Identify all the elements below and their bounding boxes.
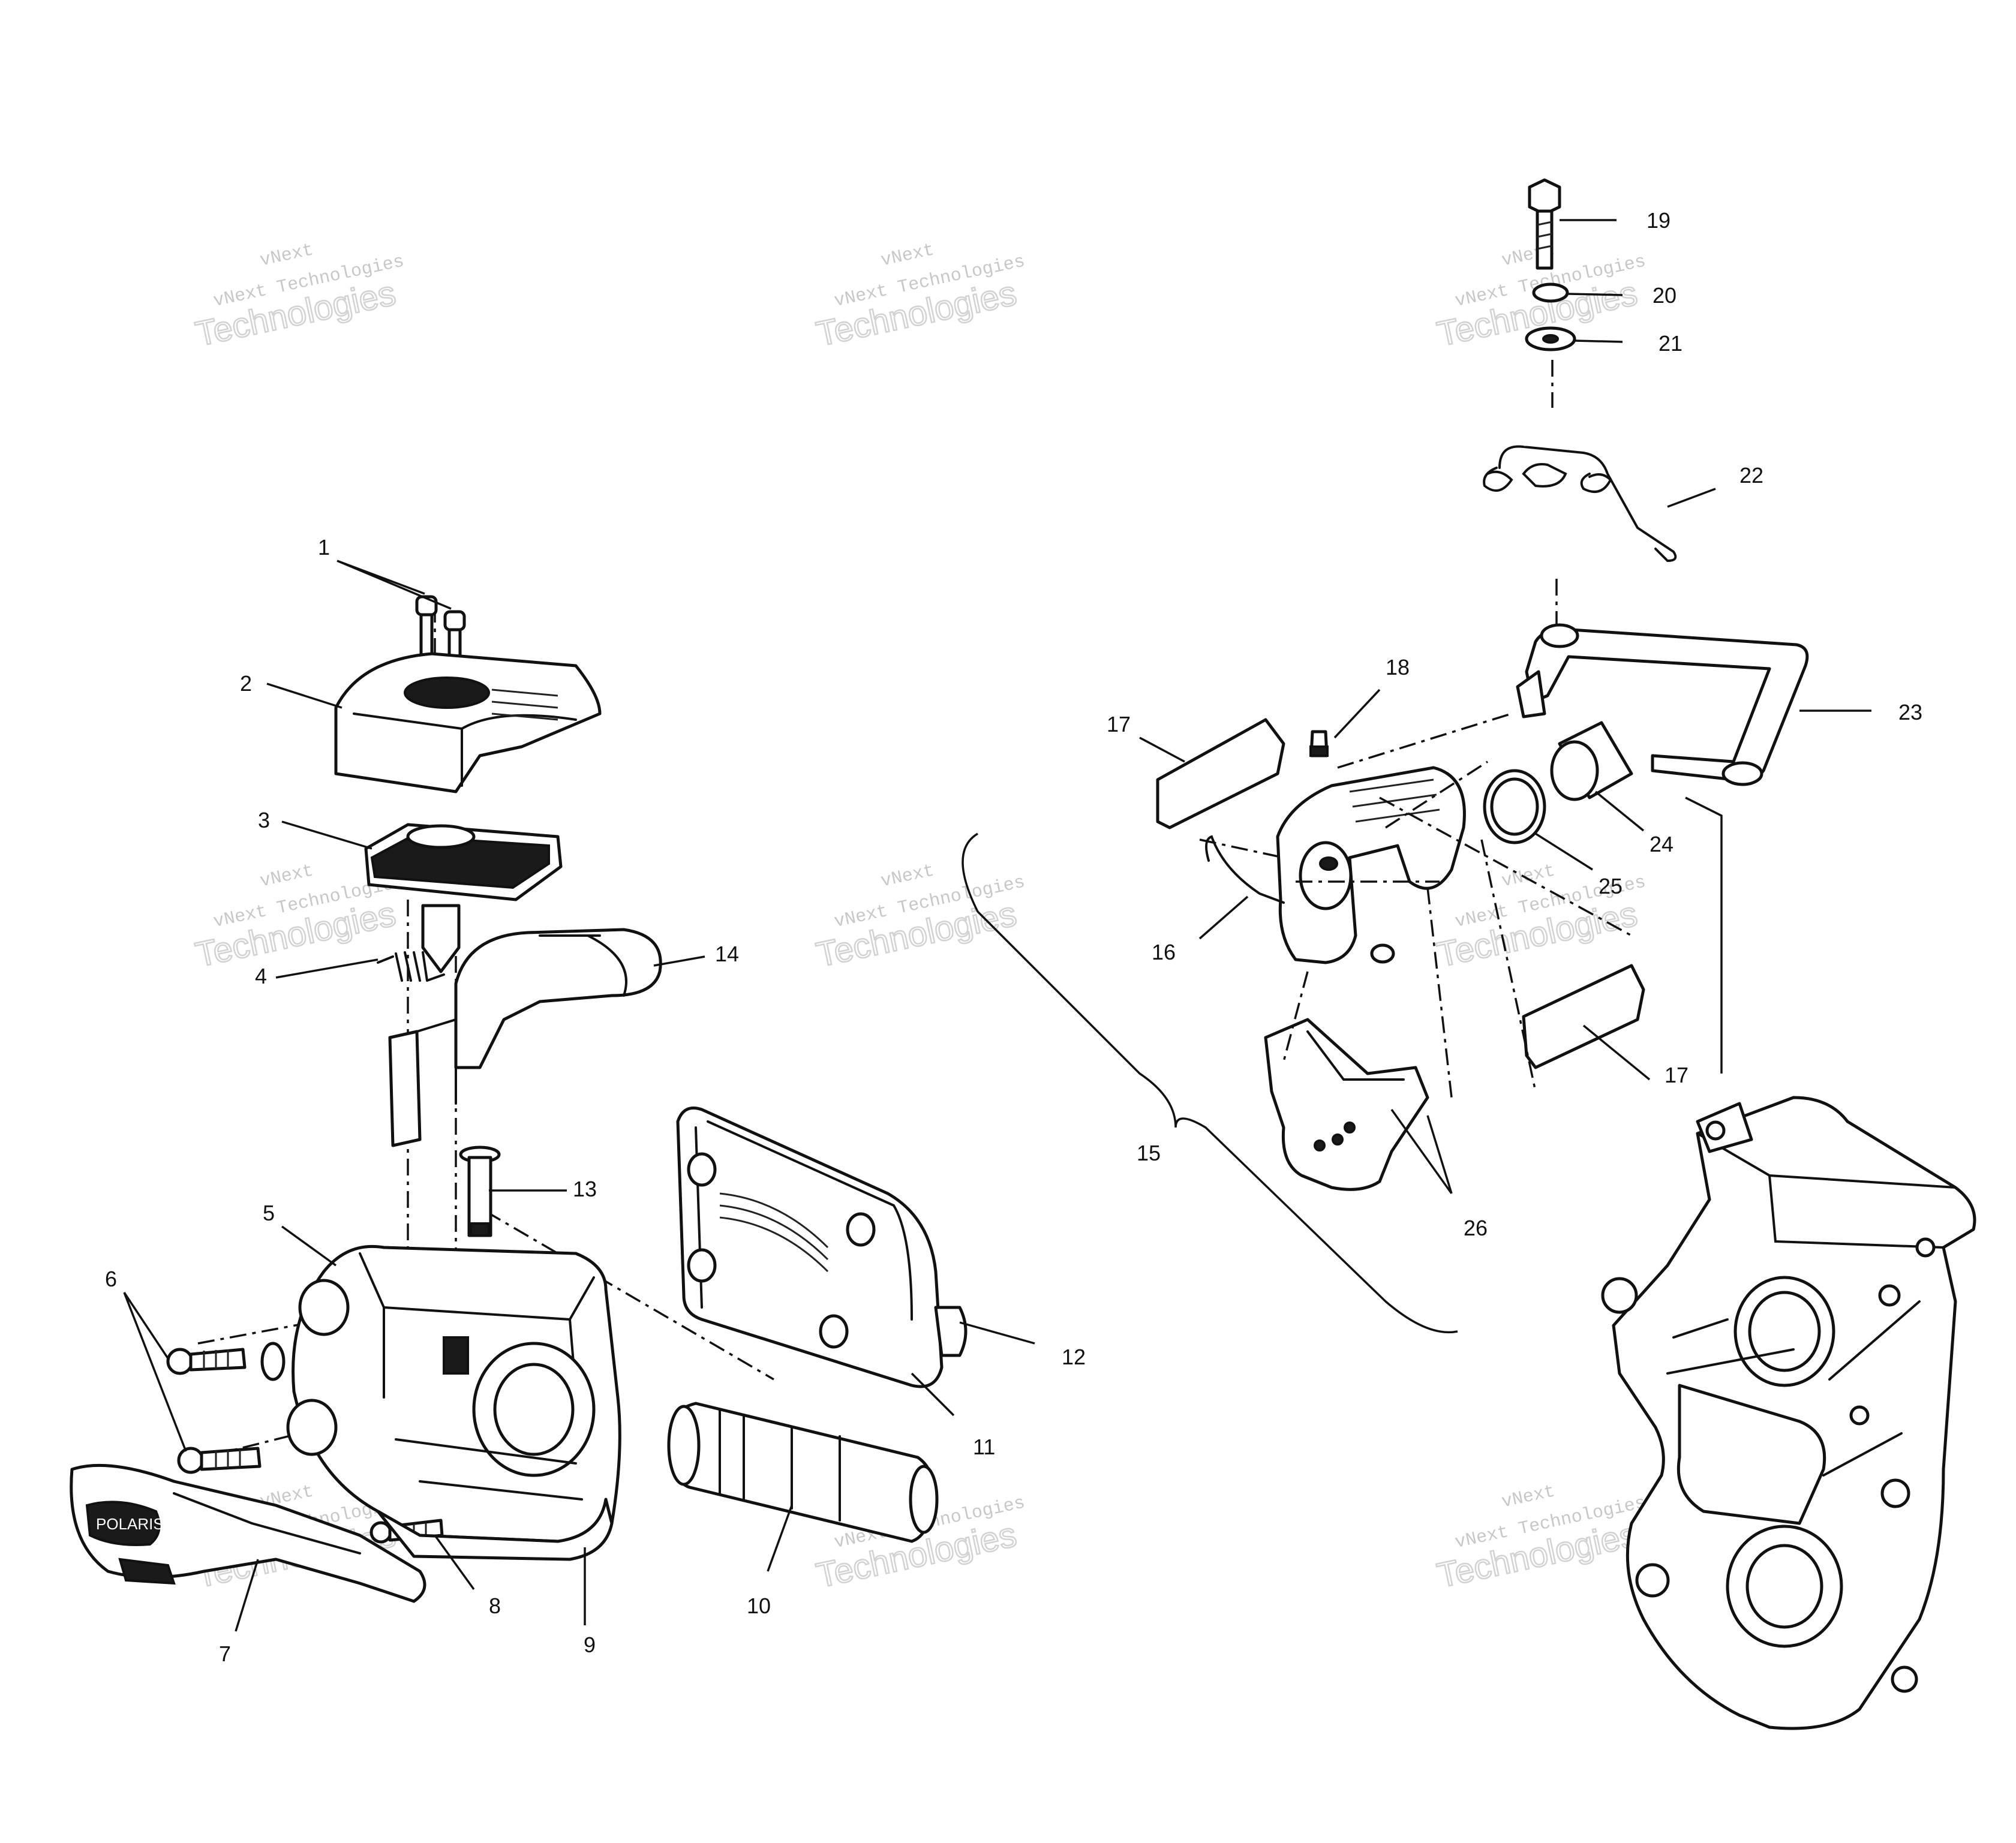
callout-13: 13: [573, 1177, 597, 1201]
callout-15: 15: [1137, 1141, 1161, 1165]
lever-logo: POLARIS: [96, 1515, 164, 1533]
part-24-piston: [1550, 721, 1633, 801]
callout-23: 23: [1898, 700, 1922, 724]
callout-12: 12: [1062, 1345, 1086, 1369]
callout-4: 4: [255, 964, 267, 988]
watermark: vNext vNext Technologies Technologies: [812, 240, 1027, 354]
callout-9: 9: [584, 1632, 596, 1657]
watermark: vNext vNext Technologies Technologies: [1433, 861, 1648, 975]
part-14-throttle-lever: [388, 928, 662, 1147]
watermark: vNext vNext Technologies Technologies: [1433, 1481, 1648, 1596]
watermark-line1: vNext: [879, 240, 936, 271]
part-25-seal: [1483, 769, 1546, 844]
part-17-pad-plate: [1156, 718, 1285, 829]
watermark-line1: vNext: [1500, 1481, 1557, 1513]
callout-22: 22: [1739, 463, 1763, 488]
part-4-spring: [377, 951, 445, 982]
part-19-bolt: [1528, 178, 1561, 270]
left-assembly: POLARIS: [70, 560, 1035, 1632]
callout-labels: 1 2 3 4 5 6 7 8 9 10 11 12 13 14 15 16 1…: [105, 208, 1922, 1666]
callout-25: 25: [1599, 874, 1623, 898]
part-3-diaphragm: [364, 823, 563, 901]
leader-lines-right: [1139, 219, 1871, 1195]
part-7-brake-lever: POLARIS: [70, 1463, 426, 1603]
part-23-bracket: [1516, 623, 1809, 786]
watermark-line1: vNext: [1500, 861, 1557, 892]
part-5-housing: [260, 1244, 621, 1544]
callout-6: 6: [105, 1267, 117, 1291]
callout-18: 18: [1386, 655, 1410, 680]
callout-11: 11: [973, 1435, 995, 1459]
callout-10: 10: [747, 1594, 771, 1618]
callout-16: 16: [1152, 940, 1176, 964]
watermark-line1: vNext: [259, 861, 316, 892]
part-15-group-brace: [962, 832, 1458, 1334]
part-11-housing-cover: [676, 1107, 968, 1388]
right-assembly: [962, 178, 1976, 1730]
part-13-pin: [459, 1146, 501, 1237]
part-21-washer: [1525, 326, 1576, 351]
callout-5: 5: [263, 1201, 275, 1225]
callout-20: 20: [1653, 283, 1677, 308]
part-10-grip-tube: [667, 1402, 939, 1543]
watermark-line1: vNext: [879, 861, 936, 892]
callout-8: 8: [489, 1594, 501, 1618]
callout-7: 7: [219, 1641, 231, 1666]
callout-17-bottom: 17: [1665, 1063, 1688, 1087]
bolt-axis: [1551, 360, 1558, 630]
watermark: vNext vNext Technologies Technologies: [812, 861, 1027, 975]
plunger: [421, 904, 461, 973]
callout-21: 21: [1659, 331, 1682, 356]
part-2-cover: [334, 652, 602, 793]
part-9-housing-base: [376, 1498, 614, 1561]
callout-1: 1: [318, 535, 330, 560]
chaincase-housing: [1601, 1096, 1976, 1730]
caliper-body: [1276, 766, 1466, 964]
part-16-brake-line: [1205, 835, 1285, 904]
watermark-line1: vNext: [259, 240, 316, 271]
part-6-screws: [166, 1348, 262, 1474]
watermark: vNext vNext Technologies Technologies: [191, 240, 406, 354]
leader-lines-left: [123, 560, 1035, 1632]
callout-19: 19: [1647, 208, 1671, 233]
caliper-axis: [1199, 712, 1632, 1098]
callout-3: 3: [258, 808, 270, 832]
callout-2: 2: [240, 671, 252, 696]
part-20-lock-washer: [1532, 282, 1569, 303]
part-26-brake-pads: [1264, 1018, 1429, 1191]
part-17-pad-plate: [1522, 964, 1645, 1069]
callout-17-top: 17: [1107, 712, 1131, 736]
callout-26: 26: [1464, 1216, 1488, 1240]
part-18-bleeder: [1309, 730, 1329, 757]
part-22-spring-clip: [1483, 445, 1677, 563]
callout-14: 14: [715, 942, 739, 966]
callout-24: 24: [1650, 832, 1674, 856]
